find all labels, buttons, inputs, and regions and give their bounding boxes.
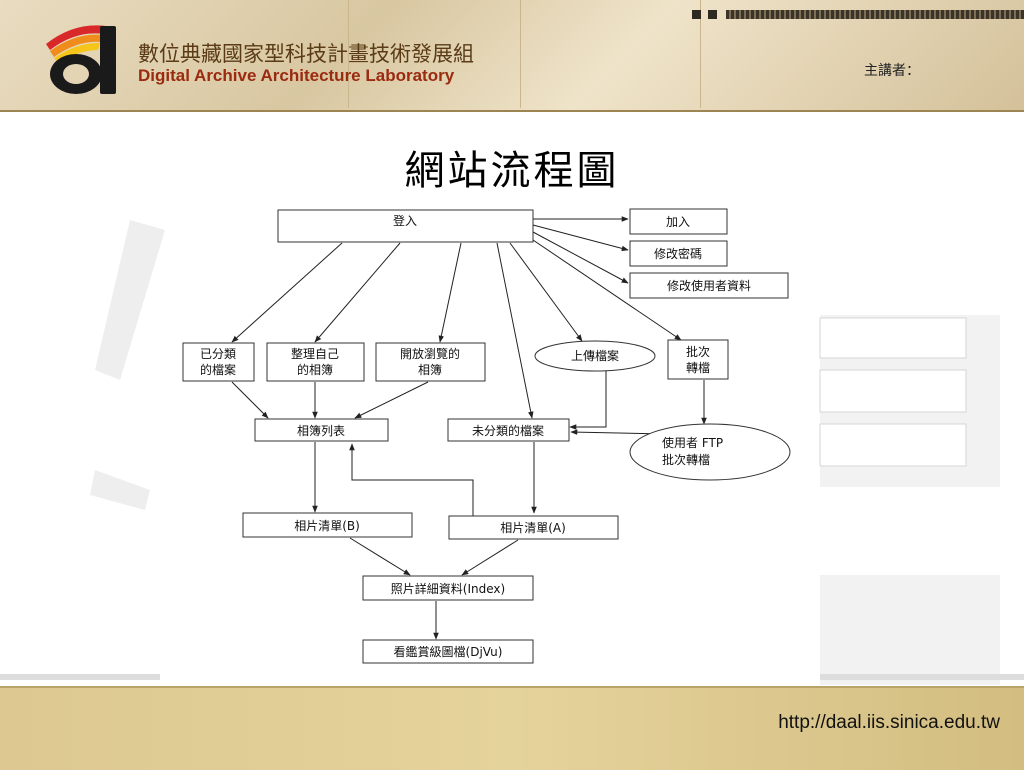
edge-login-upload xyxy=(509,242,583,342)
edge-classified-album-list xyxy=(231,381,269,419)
node-photo-list-b-label: 相片清單(B) xyxy=(294,519,360,533)
edge-photo-a-album-list xyxy=(349,443,474,516)
org-name-chinese: 數位典藏國家型科技計畫技術發展組 xyxy=(138,42,474,66)
footer-url: http://daal.iis.sinica.edu.tw xyxy=(778,712,1000,733)
node-my-albums-line1: 整理自己 xyxy=(291,346,339,361)
deco-strip xyxy=(820,674,1024,680)
edge-photo-a-detail xyxy=(461,539,519,576)
daal-logo-icon xyxy=(46,25,116,94)
node-open-albums-line1: 開放瀏覽的 xyxy=(400,346,460,361)
background-decoration xyxy=(0,220,1024,685)
slide-title: 網站流程圖 xyxy=(404,148,620,194)
node-join-label: 加入 xyxy=(666,215,690,229)
deco-panel xyxy=(820,575,1000,685)
node-edit-profile-label: 修改使用者資料 xyxy=(667,278,751,293)
deco-panel xyxy=(819,369,967,413)
slide-header: 數位典藏國家型科技計畫技術發展組 Digital Archive Archite… xyxy=(0,0,1024,112)
node-change-password: 修改密碼 xyxy=(629,240,728,267)
deco-panel xyxy=(819,423,967,467)
deco-panel xyxy=(819,317,967,359)
node-upload-files: 上傳檔案 xyxy=(534,340,656,372)
edge-login-open-albums xyxy=(438,242,462,343)
node-login: 登入 xyxy=(277,209,534,243)
node-photo-detail: 照片詳細資料(Index) xyxy=(362,575,534,601)
header-square xyxy=(708,10,717,19)
node-classified-files: 已分類 的檔案 xyxy=(182,342,255,382)
deco-strip xyxy=(0,674,160,680)
node-album-list: 相簿列表 xyxy=(254,418,389,442)
node-view-djvu-label: 看鑑賞級圖檔(DjVu) xyxy=(394,644,503,659)
node-change-password-label: 修改密碼 xyxy=(654,246,702,261)
flowchart-edges xyxy=(231,216,707,640)
node-open-albums-line2: 相簿 xyxy=(418,362,442,377)
node-unclassified-files-label: 未分類的檔案 xyxy=(472,423,544,438)
header-divider xyxy=(700,0,701,108)
edge-open-albums-album-list xyxy=(354,381,429,419)
header-divider xyxy=(348,0,349,108)
node-album-list-label: 相簿列表 xyxy=(297,423,345,438)
node-join: 加入 xyxy=(629,208,728,235)
deco-stroke xyxy=(90,470,150,510)
node-view-djvu: 看鑑賞級圖檔(DjVu) xyxy=(362,639,534,664)
header-hatch-bar xyxy=(726,10,1024,19)
node-batch-convert-line1: 批次 xyxy=(686,344,710,359)
edge-login-my-albums xyxy=(314,242,401,343)
node-open-albums: 開放瀏覽的 相簿 xyxy=(375,342,486,382)
flowchart-nodes: 登入 加入 修改密碼 修改使用者資料 已分類 的檔案 整理自己 的相簿 開放瀏覽… xyxy=(182,208,791,664)
edge-login-batch xyxy=(532,239,682,341)
header-square xyxy=(692,10,701,19)
slide-footer: http://daal.iis.sinica.edu.tw xyxy=(0,686,1024,770)
node-ftp-batch-line2: 批次轉檔 xyxy=(662,452,710,467)
header-divider xyxy=(520,0,521,108)
node-my-albums: 整理自己 的相簿 xyxy=(266,342,365,382)
node-classified-files-line1: 已分類 xyxy=(200,347,236,361)
node-edit-profile: 修改使用者資料 xyxy=(629,272,789,299)
node-ftp-batch: 使用者 FTP 批次轉檔 xyxy=(629,423,791,481)
edge-login-classified xyxy=(231,242,343,343)
edge-login-edit-profile xyxy=(532,231,629,284)
speaker-label: 主講者： xyxy=(864,63,920,79)
node-unclassified-files: 未分類的檔案 xyxy=(447,418,570,442)
node-photo-list-a: 相片清單(A) xyxy=(448,515,619,540)
org-name-english: Digital Archive Architecture Laboratory xyxy=(138,66,455,85)
edge-upload-unclassified xyxy=(569,371,607,430)
deco-stroke xyxy=(95,220,165,380)
node-upload-files-label: 上傳檔案 xyxy=(571,348,619,363)
node-photo-detail-label: 照片詳細資料(Index) xyxy=(391,581,505,596)
edge-photo-b-detail xyxy=(349,537,411,576)
edge-login-change-password xyxy=(532,224,629,252)
node-ftp-batch-line1: 使用者 FTP xyxy=(662,435,723,450)
node-my-albums-line2: 的相簿 xyxy=(297,362,333,377)
node-photo-list-b: 相片清單(B) xyxy=(242,512,413,538)
node-classified-files-line2: 的檔案 xyxy=(200,362,236,377)
node-login-label: 登入 xyxy=(393,213,417,228)
node-photo-list-a-label: 相片清單(A) xyxy=(500,521,566,535)
edge-login-unclassified xyxy=(496,242,534,419)
node-batch-convert-line2: 轉檔 xyxy=(686,361,710,375)
node-batch-convert: 批次 轉檔 xyxy=(667,339,729,380)
